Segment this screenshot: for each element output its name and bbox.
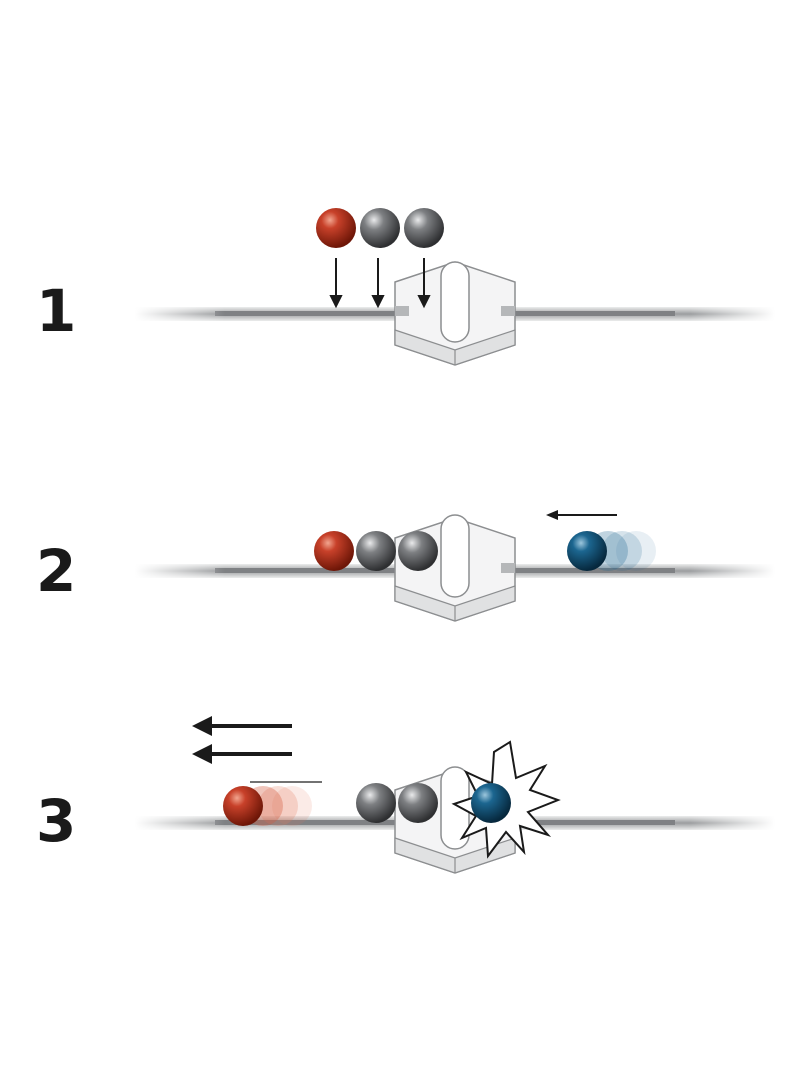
step-3-double-left-arrows: [192, 716, 292, 764]
step-2-blue-ball: [567, 531, 607, 571]
step-2-grey-ball-1: [356, 531, 396, 571]
step-3-grey-ball-2: [398, 783, 438, 823]
step-2-left-arrow: [546, 510, 617, 520]
step-3-scene: [135, 716, 775, 874]
step-1-scene: [135, 208, 775, 366]
step-number-2: 2: [36, 537, 77, 605]
step-2-red-ball: [314, 531, 354, 571]
step-3-blue-ball: [471, 783, 511, 823]
step-3-red-ball: [223, 786, 263, 826]
step-3-rail: [135, 814, 775, 832]
step-number-1: 1: [36, 277, 77, 345]
step-1-red-ball: [316, 208, 356, 248]
step-1-grey-ball-1: [360, 208, 400, 248]
step-3-grey-ball-1: [356, 783, 396, 823]
step-1-grey-ball-2: [404, 208, 444, 248]
step-2-grey-ball-2: [398, 531, 438, 571]
step-1-down-arrows: [329, 258, 431, 309]
step-number-3: 3: [36, 787, 77, 855]
step-2-scene: [135, 510, 775, 622]
step-1-block: [394, 261, 516, 366]
